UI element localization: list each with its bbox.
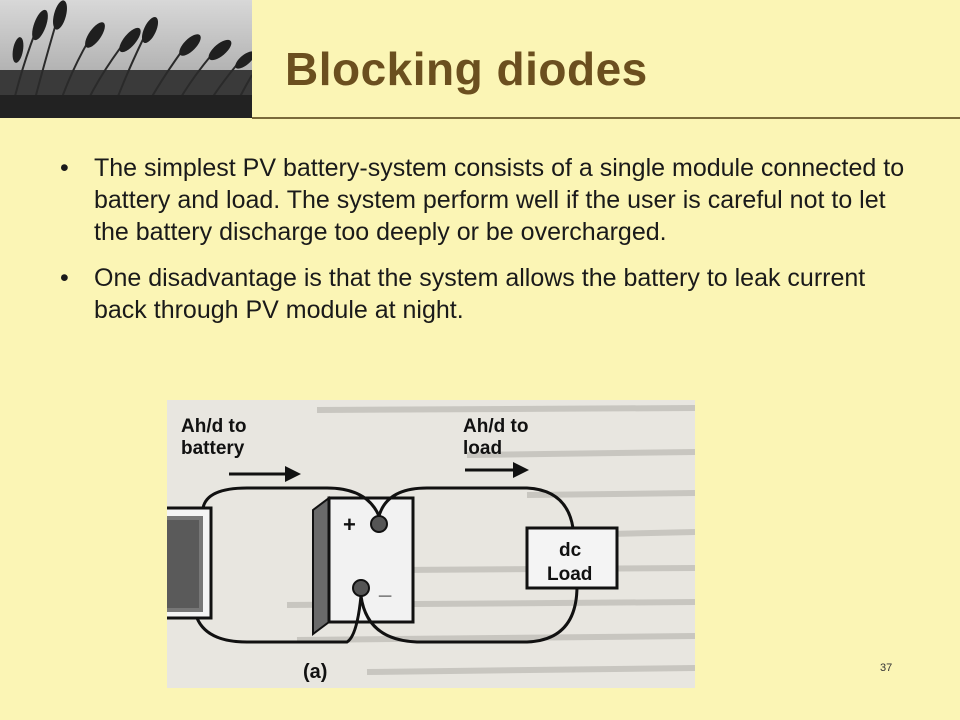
bullet-item: • One disadvantage is that the system al… (60, 262, 920, 326)
pv-module (167, 506, 213, 620)
page-number: 37 (880, 662, 893, 674)
load-label-line1: Ah/d to (463, 416, 528, 437)
figure-labels: Ah/d to battery Ah/d to load + _ dc Load… (181, 416, 592, 683)
circuit-diagram: Ah/d to battery Ah/d to load + _ dc Load… (167, 405, 695, 683)
wires (195, 486, 579, 644)
wheat-photo-graphic (0, 0, 252, 118)
wheat-field-image (0, 0, 252, 118)
battery-plus-terminal: + (343, 512, 356, 537)
bullet-text: One disadvantage is that the system allo… (94, 264, 866, 324)
dc-load-box (525, 526, 619, 590)
figure-caption: (a) (303, 661, 327, 683)
battery-arrow (229, 466, 301, 482)
battery-minus-terminal: _ (378, 574, 392, 599)
bullet-text: The simplest PV battery-system consists … (94, 154, 905, 246)
battery-label-line2: battery (181, 438, 245, 459)
title-divider (252, 117, 960, 119)
load-label-line2: load (463, 438, 502, 459)
circuit-figure: Ah/d to battery Ah/d to load + _ dc Load… (167, 400, 695, 688)
bullet-list: • The simplest PV battery-system consist… (60, 152, 920, 340)
load-text-line2: Load (547, 564, 592, 585)
battery-label-line1: Ah/d to (181, 416, 246, 437)
battery (312, 496, 415, 636)
load-text-line1: dc (559, 540, 582, 561)
slide-title: Blocking diodes (285, 43, 648, 95)
bullet-dot: • (60, 264, 69, 292)
load-arrow (465, 462, 529, 478)
bullet-item: • The simplest PV battery-system consist… (60, 152, 920, 248)
bullet-dot: • (60, 154, 69, 182)
